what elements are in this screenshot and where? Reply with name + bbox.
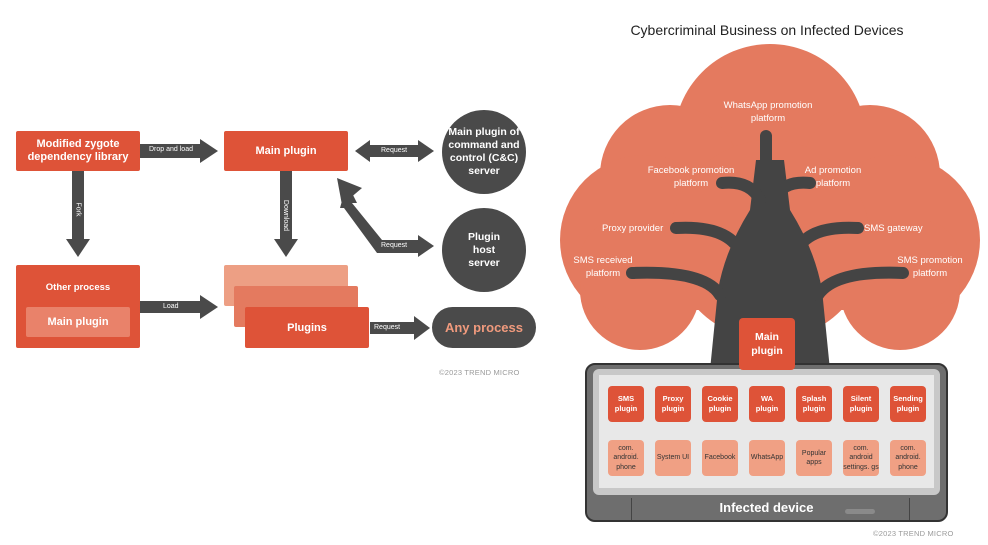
plugin-proxy: Proxy plugin [655,386,691,422]
app-com-android-phone-2: com. android. phone [890,440,926,476]
app-com-android-phone: com. android. phone [608,440,644,476]
device-label: Infected device [719,500,814,515]
branch-facebook-promotion: Facebook promotion platform [647,165,735,189]
branch-sms-received: SMS received platform [573,255,633,279]
node-plugin-host-server: Plugin host server [442,208,526,292]
edge-label-request-cc: Request [381,147,408,154]
branch-whatsapp-promotion: WhatsApp promotion platform [723,100,813,124]
edge-label-request-host: Request [381,242,408,249]
left-diagram-arrows [66,139,434,340]
edge-label-load: Load [163,303,179,310]
right-copyright: ©2023 TREND MICRO [873,529,954,538]
tree-trunk-branches [626,130,909,370]
node-cc-server: Main plugin of command and control (C&C)… [442,110,526,194]
branch-ad-promotion: Ad promotion platform [804,165,862,189]
node-zygote-library: Modified zygote dependency library [16,131,140,171]
app-com-android-settings: com. android settings. gs [843,440,879,476]
edge-label-download: Download [282,199,290,232]
left-copyright: ©2023 TREND MICRO [439,368,520,377]
edge-label-drop-and-load: Drop and load [149,146,193,153]
app-system-ui: System UI [655,440,691,476]
plugin-silent: Silent plugin [843,386,879,422]
plugin-wa: WA plugin [749,386,785,422]
branch-sms-gateway: SMS gateway [864,223,923,234]
app-facebook: Facebook [702,440,738,476]
right-diagram-title: Cybercriminal Business on Infected Devic… [630,22,904,38]
edge-label-request-any: Request [374,324,401,331]
branch-sms-promotion: SMS promotion platform [897,255,963,279]
tree-graphic [560,44,980,370]
node-main-plugin: Main plugin [224,131,348,171]
main-plugin-trunk: Main plugin [739,318,795,370]
app-popular-apps: Popular apps [796,440,832,476]
node-other-main-plugin: Main plugin [26,307,130,337]
arrow-load [140,295,218,319]
branch-proxy-provider: Proxy provider [602,223,664,234]
node-any-process: Any process [432,307,536,348]
app-whatsapp: WhatsApp [749,440,785,476]
arrow-drop-and-load [140,139,218,163]
arrow-request-host [337,178,434,257]
other-process-label: Other process [45,282,111,293]
plugin-splash: Splash plugin [796,386,832,422]
plugin-cookie: Cookie plugin [702,386,738,422]
node-plugins: Plugins [245,307,369,348]
plugin-sms: SMS plugin [608,386,644,422]
arrow-request-cc [355,140,434,162]
arrow-download [274,171,298,257]
device-home-button [845,509,875,514]
edge-label-fork: Fork [74,202,82,217]
plugin-sending: Sending plugin [890,386,926,422]
arrow-fork [66,171,90,257]
node-other-process: Other process Main plugin [16,265,140,348]
arrow-request-any [370,316,430,340]
